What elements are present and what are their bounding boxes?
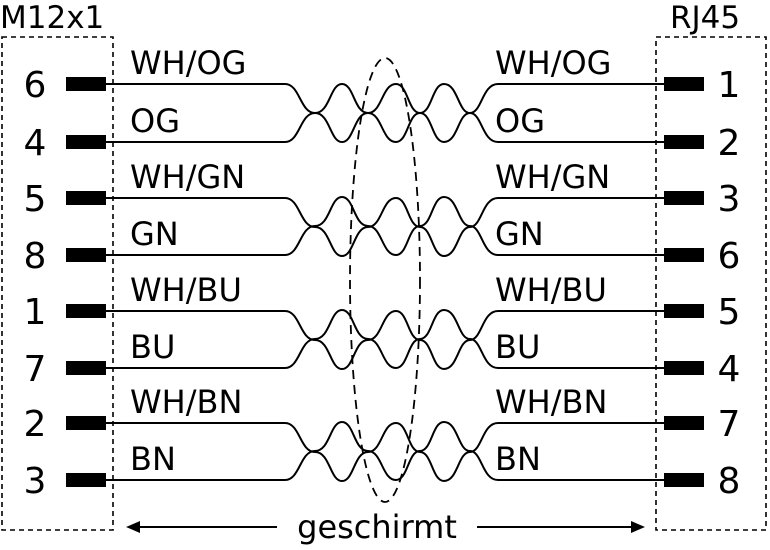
wire-4 [70,195,690,257]
wire-label-right: OG [495,102,545,140]
left-pin-terminal [66,416,106,430]
left-pin-number: 7 [24,349,47,390]
wire-label-left: GN [130,215,179,253]
left-pin-number: 4 [24,123,47,164]
left-pin-number: 6 [24,65,47,106]
wire-label-right: WH/GN [495,158,610,196]
wire-label-left: WH/GN [130,158,245,196]
wire-label-right: GN [495,215,544,253]
arrow-right-icon [631,521,645,533]
wire-3 [70,196,690,258]
right-pin-terminal [664,473,704,487]
right-pin-number: 7 [718,404,741,445]
wire-7 [70,421,690,483]
right-pin-terminal [664,191,704,205]
wire-2 [70,82,690,144]
left-pin-terminal [66,361,106,375]
wire-label-right: WH/BN [495,383,607,421]
wire-1 [70,82,690,144]
wire-label-left: BN [130,440,176,478]
right-pin-terminal [664,248,704,262]
wire-label-left: OG [130,102,180,140]
wire-8 [70,420,690,482]
left-pin-number: 2 [24,404,47,445]
left-pin-terminal [66,248,106,262]
left-pin-number: 5 [24,179,47,220]
right-pin-number: 4 [718,349,741,390]
left-pin-number: 8 [24,236,47,277]
right-pin-terminal [664,416,704,430]
wire-label-left: WH/BN [130,383,242,421]
right-pin-number: 5 [718,292,741,333]
right-pin-number: 6 [718,236,741,277]
right-pin-number: 1 [718,65,741,106]
right-pin-number: 2 [718,123,741,164]
wire-label-right: WH/OG [495,44,611,82]
shield-ellipse [349,57,421,503]
left-pin-terminal [66,77,106,91]
wire-6 [70,308,690,370]
wire-label-left: BU [130,328,175,366]
wire-label-right: BN [495,440,541,478]
left-pin-terminal [66,473,106,487]
rj45-connector-housing [655,36,767,531]
left-pin-number: 3 [24,461,47,502]
m12-connector-housing [1,36,114,531]
right-pin-terminal [664,304,704,318]
wire-label-left: WH/BU [130,271,242,309]
right-pin-terminal [664,361,704,375]
rj45-connector-title: RJ45 [670,0,740,36]
right-pin-number: 3 [718,179,741,220]
shield-label: geschirmt [297,508,457,546]
right-pin-number: 8 [718,461,741,502]
m12-connector-title: M12x1 [0,0,104,36]
wire-label-right: WH/BU [495,271,607,309]
left-pin-terminal [66,191,106,205]
right-pin-terminal [664,135,704,149]
wire-5 [70,309,690,371]
wire-label-left: WH/OG [130,44,246,82]
arrow-left-icon [126,521,140,533]
left-pin-terminal [66,135,106,149]
left-pin-number: 1 [24,292,47,333]
left-pin-terminal [66,304,106,318]
wire-label-right: BU [495,328,540,366]
right-pin-terminal [664,77,704,91]
